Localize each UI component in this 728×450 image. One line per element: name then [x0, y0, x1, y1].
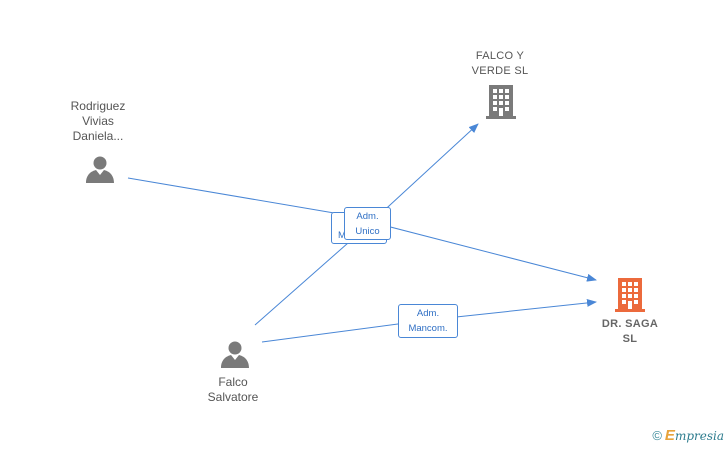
person-icon[interactable] — [85, 154, 115, 184]
person-name-line: Falco — [218, 375, 248, 389]
copyright-symbol: © — [652, 428, 662, 443]
person-name-line: Salvatore — [207, 390, 259, 404]
brand-logo-letter: E — [664, 427, 675, 444]
person-icon[interactable] — [220, 339, 250, 369]
edge-label-line: Mancom. — [408, 323, 448, 334]
building-icon[interactable] — [613, 277, 647, 313]
company-label-dr-saga[interactable]: DR. SAGA SL — [580, 317, 680, 347]
person-label-falco-salvatore[interactable]: Falco Salvatore — [185, 375, 281, 405]
company-name-line: VERDE SL — [471, 65, 529, 77]
edge-label-line: Adm. — [416, 308, 440, 319]
brand-logo-text: mpresia — [674, 429, 724, 443]
building-icon[interactable] — [484, 84, 518, 120]
company-name-line: DR. SAGA — [601, 318, 659, 330]
person-name-line: Rodriguez — [70, 99, 126, 113]
edge-label-falco-falco-y-verde[interactable]: Adm. Unico — [344, 207, 391, 240]
edge-label-line: M — [338, 230, 346, 241]
edge-label-line: Unico — [355, 226, 380, 237]
empresia-watermark[interactable]: ©Empresia — [652, 427, 724, 444]
company-name-line: FALCO Y — [475, 50, 525, 62]
person-name-line: Vivias — [82, 114, 114, 128]
person-name-line: Daniela... — [72, 129, 124, 143]
company-name-line: SL — [622, 333, 638, 345]
edge-label-line: Adm. — [356, 211, 379, 222]
person-label-rodriguez[interactable]: Rodriguez Vivias Daniela... — [50, 99, 146, 144]
edge-label-falco-dr-saga[interactable]: Adm. Mancom. — [398, 304, 458, 338]
company-label-falco-y-verde[interactable]: FALCO Y VERDE SL — [450, 49, 550, 79]
